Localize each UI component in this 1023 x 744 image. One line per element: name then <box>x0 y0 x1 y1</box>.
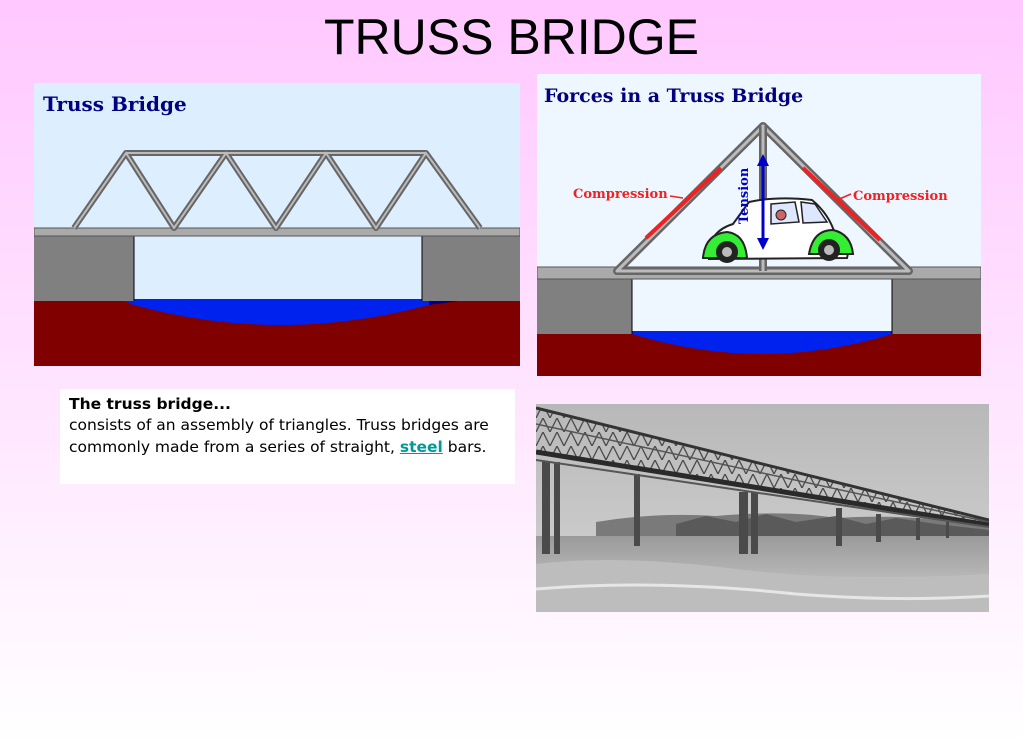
riverbank <box>537 288 981 376</box>
description-box: The truss bridge... consists of an assemb… <box>60 389 515 484</box>
riverbank <box>34 253 520 366</box>
diagram-title: Forces in a Truss Bridge <box>544 85 803 107</box>
description-text-end: bars. <box>442 438 487 456</box>
right-abutment <box>892 279 981 334</box>
diagram-title: Truss Bridge <box>43 92 187 116</box>
description-text: consists of an assembly of triangles. Tr… <box>69 416 489 456</box>
left-abutment <box>537 279 632 334</box>
forces-diagram: Compression Compression Tension Forces i… <box>537 74 981 376</box>
steel-link[interactable]: steel <box>399 438 443 456</box>
tension-arrow-icon <box>757 154 769 250</box>
left-abutment <box>34 235 134 301</box>
compression-label-left: Compression <box>573 187 668 202</box>
description-lead: The truss bridge... <box>69 395 231 413</box>
right-abutment <box>422 235 520 301</box>
page-title: TRUSS BRIDGE <box>323 9 700 65</box>
compression-indicator-right <box>801 166 882 242</box>
tension-label: Tension <box>737 167 752 224</box>
truss-bridge-diagram: Truss Bridge <box>34 83 520 366</box>
compression-label-right: Compression <box>853 189 948 204</box>
compression-indicator-left <box>644 166 723 240</box>
truss-bridge-photo <box>535 404 990 612</box>
car-illustration <box>701 197 855 263</box>
